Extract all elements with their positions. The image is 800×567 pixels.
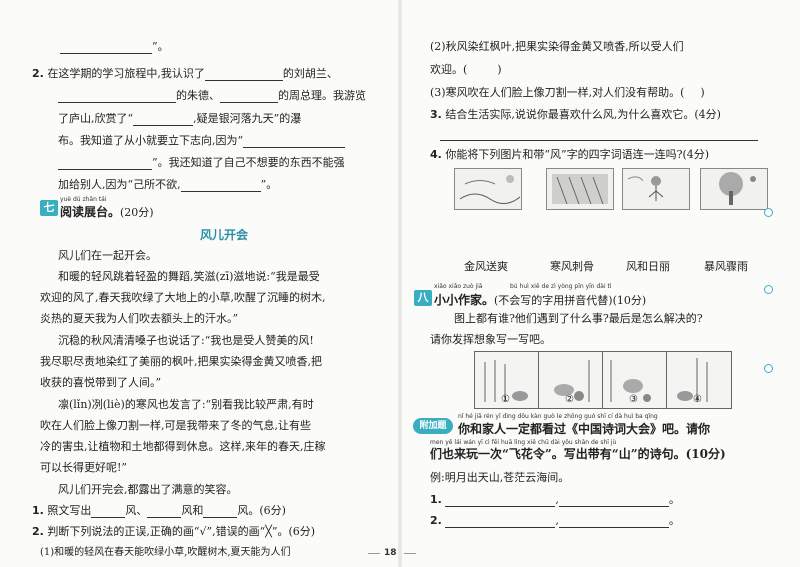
section-8-note-pinyin: bú huì xiě de zì yòng pīn yīn dài tì [510, 283, 612, 290]
bonus-example: 例:明月出天山,苍茫云海间。 [430, 471, 570, 484]
q1-tail-line: ”。 [60, 40, 169, 54]
judgement-2: (2)秋风染红枫叶,把果实染得金黄又喷香,所以受人们 [430, 40, 684, 53]
sub-question-2: 2. 判断下列说法的正误,正确的画“√”,错误的画“╳”。(6分) [32, 525, 316, 538]
story-paragraph: 凛(lǐn)冽(liè)的寒风也发言了:“别看我比较严肃,有时 [58, 398, 314, 411]
story-paragraph: 沉稳的秋风清清嗓子也说话了:“我也是受人赞美的风! [58, 334, 314, 347]
section-7-title: 阅读展台。(20分) [60, 205, 154, 219]
judgement-3: (3)寒风吹在人们脸上像刀割一样,对人们没有帮助。() [430, 86, 705, 99]
section-8-prompt-1: 图上都有谁?他们遇到了什么事?最后是怎么解决的? [454, 312, 703, 325]
page-number: 18 [384, 548, 397, 558]
picture-cold-wind [622, 168, 690, 210]
picture-storm [546, 168, 614, 210]
story-paragraph: 炎热的夏天我为人们吹去额头上的汗水。” [40, 312, 239, 325]
question-3-answer-line[interactable] [440, 140, 758, 141]
section-8-badge: 八 [414, 290, 432, 306]
question-3: 3. 结合生活实际,说说你最喜欢什么风,为什么喜欢它。(4分) [430, 108, 721, 121]
story-paragraph: 收获的喜悦带到了人间。” [40, 376, 162, 389]
judgement-2-answer: 欢迎。() [430, 63, 502, 76]
idiom[interactable]: 暴风骤雨 [704, 260, 748, 273]
comic-panel: ② [539, 352, 603, 408]
page-gutter [398, 0, 402, 567]
bonus-answer-2: 2. ,。 [430, 514, 680, 528]
side-dot-icon [764, 285, 773, 294]
bonus-answer-1: 1. ,。 [430, 493, 680, 507]
q2-line-4: 布。我知道了从小就要立下志向,因为“ [58, 134, 346, 148]
bonus-line-1: 你和家人一定都看过《中国诗词大会》吧。请你 [458, 422, 711, 436]
idiom[interactable]: 风和日丽 [626, 260, 670, 273]
bonus-question-badge: 附加题 [413, 418, 453, 434]
left-page [0, 0, 398, 567]
storm-scene-icon [552, 174, 608, 205]
comic-panel: ③ [603, 352, 667, 408]
q2-line-2: 的朱德、的周总理。我游览 [58, 89, 366, 103]
question-4: 4. 你能将下列图片和带“风”字的四字词语连一连吗?(4分) [430, 148, 710, 161]
judgement-1: (1)和暖的轻风在春天能吹绿小草,吹醒树木,夏天能为人们 [40, 547, 291, 558]
idiom[interactable]: 金风送爽 [464, 260, 508, 273]
section-8-pinyin: xiǎo xiǎo zuò jiā [434, 283, 483, 290]
answer-blank[interactable] [220, 91, 278, 103]
footer-rule [404, 553, 416, 554]
answer-blank[interactable] [203, 506, 238, 518]
answer-blank[interactable] [558, 495, 669, 507]
story-title: 风儿开会 [200, 228, 249, 242]
section-7-badge: 七 [40, 200, 58, 216]
answer-blank[interactable] [445, 516, 556, 528]
autumn-tree-icon [719, 172, 756, 205]
comic-panel: ④ [667, 352, 730, 408]
answer-blank[interactable] [147, 506, 182, 518]
answer-blank[interactable] [180, 180, 261, 192]
section-8-title: 小小作家。(不会写的字用拼音代替)(10分) [434, 293, 647, 307]
q2-line-6: 加给别人,因为“己所不欲,”。 [58, 178, 278, 192]
story-paragraph: 和暖的轻风跳着轻盈的舞蹈,笑滋(zī)滋地说:“我是最受 [58, 270, 320, 283]
story-paragraph: 风儿们在一起开会。 [58, 249, 157, 262]
q2-line-1: 2. 在这学期的学习旅程中,我认识了的刘胡兰、 [32, 67, 338, 81]
idiom[interactable]: 寒风刺骨 [550, 260, 594, 273]
story-paragraph: 风儿们开完会,都露出了满意的笑容。 [58, 483, 238, 496]
story-paragraph: 欢迎的风了,春天我吹绿了大地上的小草,吹醒了沉睡的树木, [40, 291, 326, 304]
comic-panel: ① [475, 352, 539, 408]
bonus-pinyin: nǐ hé jiā rén yī dìng dōu kàn guò le zhō… [458, 413, 658, 420]
answer-blank[interactable] [243, 136, 346, 148]
answer-blank[interactable] [91, 506, 126, 518]
side-dot-icon [764, 364, 773, 373]
q2-line-5: ”。我还知道了自己不想要的东西不能强 [58, 156, 345, 170]
answer-blank[interactable] [204, 69, 283, 81]
breeze-scene-icon [459, 175, 521, 204]
answer-blank[interactable] [58, 91, 176, 103]
q2-line-3: 了庐山,欣赏了“,疑是银河落九天”的瀑 [58, 112, 302, 126]
sub-question-1: 1. 照文写出风、风和风。(6分) [32, 504, 286, 518]
picture-autumn [700, 168, 768, 210]
story-paragraph: 可以长得更好呢!” [40, 461, 128, 474]
story-paragraph: 吹在人们脸上像刀割一样,可是我带来了冬的气息,让有些 [40, 419, 311, 432]
section-7-pinyin: yuè dú zhǎn tái [60, 196, 107, 203]
answer-blank[interactable] [133, 114, 194, 126]
bonus-line-2: 们也来玩一次“飞花令”。写出带有“山”的诗句。(10分) [430, 447, 726, 461]
section-8-prompt-2: 请你发挥想象写一写吧。 [430, 333, 551, 346]
footer-rule [368, 553, 380, 554]
story-paragraph: 冷的害虫,让植物和土地都得到休息。这样,来年的春天,庄稼 [40, 440, 326, 453]
comic-strip: ① ② ③ ④ [474, 351, 732, 409]
picture-breeze [454, 168, 522, 210]
bonus-pinyin-2: men yě lái wán yī cì fēi huā lìng xiě ch… [430, 439, 617, 446]
right-page [402, 0, 800, 567]
story-paragraph: 我尽职尽责地染红了美丽的枫叶,把果实染得金黄又喷香,把 [40, 355, 322, 368]
cold-wind-scene-icon [627, 176, 664, 201]
side-dot-icon [764, 208, 773, 217]
answer-blank[interactable] [60, 42, 152, 54]
answer-blank[interactable] [58, 158, 152, 170]
answer-blank[interactable] [558, 516, 669, 528]
answer-blank[interactable] [445, 495, 556, 507]
